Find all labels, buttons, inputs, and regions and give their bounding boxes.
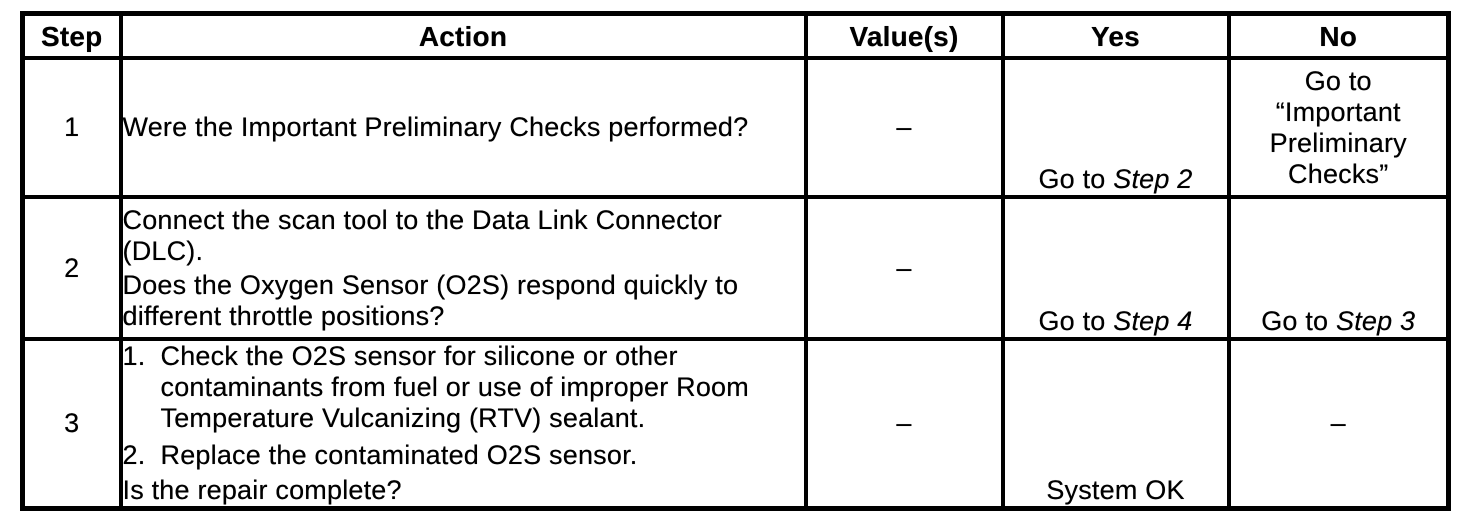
action-cell: Were the Important Preliminary Checks pe… (118, 56, 808, 199)
table-row-step-1: 1 Were the Important Preliminary Checks … (20, 56, 1451, 199)
goto-prefix: Go to (1038, 164, 1114, 194)
col-header-yes: Yes (1000, 11, 1231, 60)
no-instruction: – (1330, 408, 1346, 438)
value-cell: – (803, 56, 1005, 199)
yes-cell: System OK (1000, 337, 1231, 511)
list-number: 1. (122, 341, 146, 371)
col-header-no: No (1226, 11, 1451, 60)
goto-prefix: Go to (1038, 306, 1114, 336)
step-number: 1 (20, 56, 123, 199)
value-cell: – (803, 195, 1005, 341)
yes-instruction: System OK (1046, 475, 1185, 505)
action-text: Were the Important Preliminary Checks pe… (122, 112, 749, 142)
step-number: 2 (20, 195, 123, 341)
no-instruction: Go to “Important Preliminary Checks” (1269, 65, 1407, 189)
step-reference: Step 2 (1113, 164, 1193, 194)
col-header-action: Action (118, 11, 808, 60)
yes-instruction: Go to Step 2 (1005, 164, 1227, 195)
diagnostic-table: Step Action Value(s) Yes No 1 Were the I… (20, 11, 1451, 511)
action-cell: Connect the scan tool to the Data Link C… (118, 195, 808, 341)
goto-prefix: Go to (1261, 306, 1336, 336)
list-number: 2. (122, 440, 146, 470)
step-reference: Step 4 (1113, 306, 1193, 336)
step-reference: Step 3 (1335, 306, 1416, 336)
step-number: 3 (20, 337, 123, 511)
action-list-item: 1. Check the O2S sensor for silicone or … (123, 341, 804, 434)
yes-instruction: Go to Step 4 (1005, 306, 1227, 337)
no-cell: – (1226, 337, 1451, 511)
header-row: Step Action Value(s) Yes No (20, 11, 1451, 60)
action-cell: 1. Check the O2S sensor for silicone or … (118, 337, 808, 511)
no-cell: Go to “Important Preliminary Checks” (1226, 56, 1451, 199)
yes-cell: Go to Step 2 (1000, 56, 1231, 199)
action-question: Is the repair complete? (122, 475, 402, 505)
action-paragraph: Connect the scan tool to the Data Link C… (122, 204, 722, 266)
table-row-step-3: 3 1. Check the O2S sensor for silicone o… (20, 337, 1451, 511)
no-cell: Go to Step 3 (1226, 195, 1451, 341)
list-text: Check the O2S sensor for silicone or oth… (160, 341, 749, 433)
list-text: Replace the contaminated O2S sensor. (160, 440, 638, 470)
col-header-step: Step (20, 11, 123, 60)
col-header-values: Value(s) (803, 11, 1005, 60)
action-list-item: 2. Replace the contaminated O2S sensor. (123, 440, 804, 471)
table-row-step-2: 2 Connect the scan tool to the Data Link… (20, 195, 1451, 341)
value-cell: – (803, 337, 1005, 511)
yes-cell: Go to Step 4 (1000, 195, 1231, 341)
action-paragraph: Does the Oxygen Sensor (O2S) respond qui… (122, 269, 739, 331)
no-instruction: Go to Step 3 (1231, 306, 1447, 337)
